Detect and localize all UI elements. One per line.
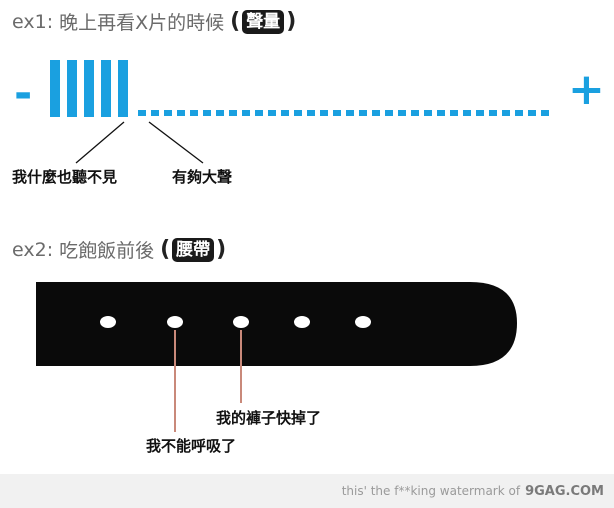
volume-dot bbox=[541, 110, 549, 116]
belt-illustration bbox=[36, 282, 517, 432]
ex2-heading: ex2: 吃飽飯前後 ( 腰帶 ) bbox=[12, 236, 228, 263]
label-pants-falling: 我的褲子快掉了 bbox=[216, 409, 322, 427]
volume-bar bbox=[67, 60, 77, 117]
volume-dot bbox=[411, 110, 419, 116]
volume-dot bbox=[333, 110, 341, 116]
volume-dot bbox=[177, 110, 185, 116]
pointer-line-right bbox=[148, 121, 204, 164]
watermark-text: this' the f**king watermark of bbox=[341, 484, 521, 498]
volume-bar bbox=[118, 60, 128, 117]
watermark-bar: this' the f**king watermark of 9GAG.COM bbox=[0, 474, 614, 508]
volume-dot bbox=[320, 110, 328, 116]
ex2-badge: 腰帶 bbox=[172, 237, 215, 262]
volume-dot bbox=[138, 110, 146, 116]
volume-dot bbox=[398, 110, 406, 116]
belt-hole bbox=[355, 316, 371, 328]
volume-dot bbox=[346, 110, 354, 116]
volume-dot bbox=[229, 110, 237, 116]
volume-dot bbox=[216, 110, 224, 116]
label-cannot-breathe: 我不能呼吸了 bbox=[146, 437, 237, 455]
ex1-close-paren: ) bbox=[286, 9, 297, 34]
volume-dot bbox=[307, 110, 315, 116]
belt-hole bbox=[167, 316, 183, 328]
ex2-open-paren: ( bbox=[160, 237, 171, 262]
volume-dot bbox=[151, 110, 159, 116]
pointer-line-left bbox=[75, 121, 125, 164]
belt-strap bbox=[36, 282, 517, 366]
ex2-text: 吃飽飯前後 bbox=[59, 240, 155, 262]
belt-hole bbox=[100, 316, 116, 328]
volume-dot bbox=[255, 110, 263, 116]
volume-dot bbox=[515, 110, 523, 116]
volume-dot bbox=[476, 110, 484, 116]
volume-bar bbox=[50, 60, 60, 117]
volume-dot bbox=[424, 110, 432, 116]
volume-dot bbox=[281, 110, 289, 116]
ex1-badge: 聲量 bbox=[242, 9, 285, 34]
volume-dot bbox=[437, 110, 445, 116]
volume-dot bbox=[242, 110, 250, 116]
volume-bar bbox=[101, 60, 111, 117]
volume-dot bbox=[489, 110, 497, 116]
volume-dot bbox=[164, 110, 172, 116]
ex1-text: 晚上再看X片的時候 bbox=[59, 12, 225, 34]
ex2-close-paren: ) bbox=[216, 237, 227, 262]
volume-empty-track bbox=[138, 110, 558, 116]
volume-dot bbox=[372, 110, 380, 116]
label-cannot-hear: 我什麼也聽不見 bbox=[12, 168, 118, 186]
volume-pointers bbox=[75, 121, 204, 164]
belt-hole bbox=[233, 316, 249, 328]
volume-dot bbox=[203, 110, 211, 116]
ex1-open-paren: ( bbox=[230, 9, 241, 34]
ex1-heading: ex1: 晚上再看X片的時候 ( 聲量 ) bbox=[12, 8, 298, 35]
volume-dot bbox=[385, 110, 393, 116]
volume-dot bbox=[528, 110, 536, 116]
ex2-prefix: ex2: bbox=[12, 238, 54, 261]
label-too-loud: 有夠大聲 bbox=[172, 168, 233, 186]
volume-bar bbox=[84, 60, 94, 117]
volume-dot bbox=[359, 110, 367, 116]
volume-dot bbox=[450, 110, 458, 116]
watermark-brand: 9GAG.COM bbox=[525, 484, 604, 499]
volume-dot bbox=[190, 110, 198, 116]
ex1-prefix: ex1: bbox=[12, 10, 54, 33]
volume-dot bbox=[294, 110, 302, 116]
volume-dot bbox=[502, 110, 510, 116]
minus-icon: - bbox=[14, 68, 33, 119]
volume-dot bbox=[268, 110, 276, 116]
plus-icon: + bbox=[568, 64, 605, 115]
watermark: this' the f**king watermark of 9GAG.COM bbox=[342, 484, 604, 499]
belt-hole bbox=[294, 316, 310, 328]
volume-dot bbox=[463, 110, 471, 116]
